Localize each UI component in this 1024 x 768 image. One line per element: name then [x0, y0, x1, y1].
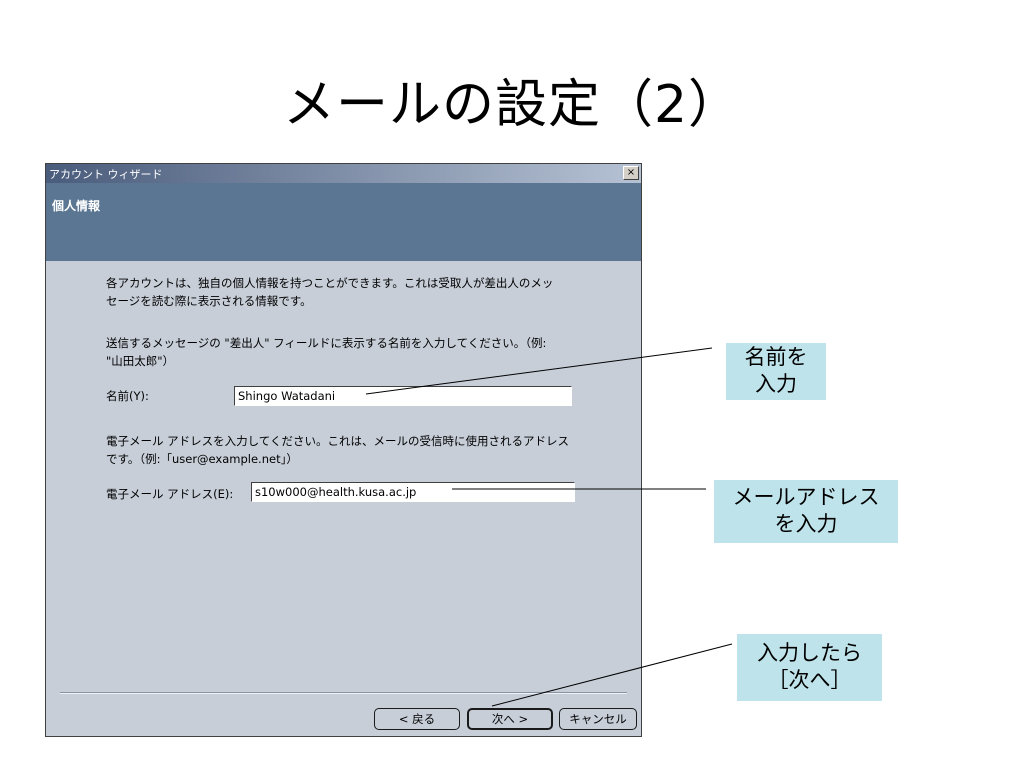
dialog-title: アカウント ウィザード [49, 168, 163, 181]
email-callout-line-1: メールアドレス [732, 485, 880, 509]
email-callout: メールアドレス を入力 [714, 480, 898, 543]
header-band: 個人情報 [46, 183, 641, 261]
name-callout-line-2: 入力 [755, 372, 797, 396]
email-callout-line-2: を入力 [774, 512, 838, 536]
intro-line-2: セージを読む際に表示される情報です。 [106, 294, 312, 308]
name-instruction-line-2: "山田太郎"） [106, 354, 175, 368]
email-instruction: 電子メール アドレスを入力してください。これは、メールの受信時に使用されるアドレ… [106, 432, 626, 468]
cancel-button[interactable]: キャンセル [559, 708, 637, 730]
name-label: 名前(Y): [106, 389, 149, 403]
close-button[interactable]: × [623, 166, 639, 180]
name-callout-leader [365, 347, 713, 395]
next-button[interactable]: 次へ > [467, 708, 553, 730]
dialog-titlebar[interactable]: アカウント ウィザード × [46, 164, 641, 183]
name-callout-line-1: 名前を [744, 345, 808, 369]
next-callout-leader [491, 643, 733, 707]
next-callout-line-2: ［次へ］ [767, 668, 852, 692]
email-label: 電子メール アドレス(E): [106, 487, 234, 501]
email-instruction-line-1: 電子メール アドレスを入力してください。これは、メールの受信時に使用されるアドレ… [106, 434, 569, 448]
button-separator [60, 692, 627, 694]
slide-title: メールの設定（2） [282, 75, 742, 135]
email-instruction-line-2: です。（例:「user@example.net」） [106, 452, 298, 466]
name-instruction-line-1: 送信するメッセージの "差出人" フィールドに表示する名前を入力してください。（… [106, 336, 547, 350]
close-icon: × [626, 167, 636, 178]
intro-text: 各アカウントは、独自の個人情報を持つことができます。これは受取人が差出人のメッ … [106, 274, 626, 310]
next-callout: 入力したら ［次へ］ [737, 634, 882, 701]
account-wizard-dialog: アカウント ウィザード × 個人情報 各アカウントは、独自の個人情報を持つことが… [45, 163, 642, 737]
email-input[interactable]: s10w000@health.kusa.ac.jp [251, 482, 575, 502]
section-title: 個人情報 [52, 199, 101, 213]
intro-line-1: 各アカウントは、独自の個人情報を持つことができます。これは受取人が差出人のメッ [106, 276, 554, 290]
name-instruction: 送信するメッセージの "差出人" フィールドに表示する名前を入力してください。（… [106, 334, 626, 370]
name-input[interactable]: Shingo Watadani [234, 386, 572, 406]
next-callout-line-1: 入力したら [757, 641, 862, 665]
name-callout: 名前を 入力 [726, 343, 826, 400]
back-button[interactable]: < 戻る [374, 708, 460, 730]
